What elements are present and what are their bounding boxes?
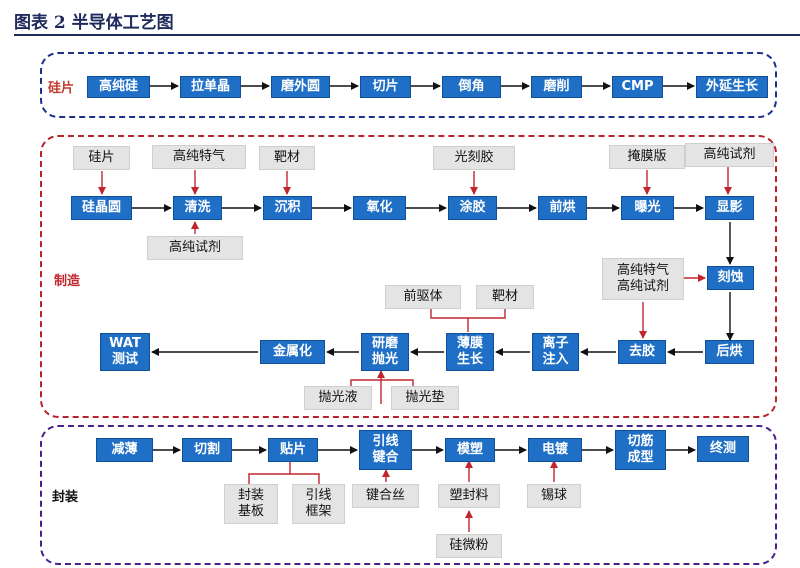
material-precursor: 前驱体 [385, 285, 461, 309]
step-oxidation: 氧化 [353, 196, 406, 220]
material-mold-compound: 塑封料 [438, 484, 500, 508]
silicon-section [40, 52, 777, 118]
step-film-growth: 薄膜 生长 [446, 333, 494, 371]
package-section [40, 425, 777, 565]
manufacture-section-label: 制造 [54, 274, 81, 289]
step-ion-implant: 离子 注入 [532, 333, 579, 371]
step-silicon-wafer: 硅晶圆 [71, 196, 132, 220]
step-od-grinding: 磨外圆 [271, 76, 330, 98]
material-tin-ball: 锡球 [527, 484, 581, 508]
step-metallization: 金属化 [260, 340, 325, 364]
step-deposition: 沉积 [263, 196, 312, 220]
material-target-1: 靶材 [259, 146, 315, 170]
material-clean-reagent: 高纯试剂 [147, 236, 243, 260]
material-mask: 掩膜版 [609, 145, 685, 169]
step-slicing: 切片 [360, 76, 411, 98]
silicon-section-label: 硅片 [48, 81, 75, 96]
step-cmp: CMP [612, 76, 663, 98]
step-edge-chamfering: 倒角 [442, 76, 501, 98]
step-polishing: 研磨 抛光 [361, 333, 409, 371]
step-stripping: 去胶 [618, 340, 666, 364]
page-title: 图表 2 半导体工艺图 [14, 13, 174, 33]
step-exposure: 曝光 [621, 196, 674, 220]
step-etching: 刻蚀 [707, 266, 754, 290]
step-trim-form: 切筋 成型 [615, 430, 666, 470]
step-prebake: 前烘 [538, 196, 587, 220]
package-section-label: 封装 [52, 490, 79, 505]
material-polish-pad: 抛光垫 [391, 386, 459, 410]
step-plating: 电镀 [528, 438, 582, 462]
material-photoresist: 光刻胶 [433, 146, 515, 170]
step-die-attach: 贴片 [268, 438, 318, 462]
step-final-test: 终测 [697, 436, 749, 462]
step-thinning: 减薄 [96, 438, 153, 462]
step-develop: 显影 [705, 196, 754, 220]
step-high-purity-silicon: 高纯硅 [87, 76, 150, 98]
step-dicing: 切割 [182, 438, 232, 462]
step-grinding: 磨削 [531, 76, 582, 98]
material-silica-powder: 硅微粉 [436, 534, 502, 558]
step-post-bake: 后烘 [705, 340, 754, 364]
material-substrate: 封装 基板 [224, 484, 278, 524]
step-cleaning: 清洗 [173, 196, 222, 220]
manufacture-section [40, 135, 777, 418]
material-clean-gas: 高纯特气 [152, 145, 246, 169]
material-bond-wire: 键合丝 [352, 484, 419, 508]
material-polish-liquid: 抛光液 [304, 386, 372, 410]
material-wafer: 硅片 [73, 146, 130, 170]
step-wire-bonding: 引线 键合 [359, 430, 412, 470]
material-etch-gas-reagent: 高纯特气 高纯试剂 [602, 258, 684, 300]
material-target-2: 靶材 [476, 285, 534, 309]
material-develop-reagent: 高纯试剂 [685, 143, 774, 167]
title-divider [14, 34, 800, 36]
step-wat-test: WAT 测试 [100, 333, 150, 371]
material-leadframe: 引线 框架 [292, 484, 345, 524]
step-molding: 模塑 [445, 438, 495, 462]
step-crystal-pulling: 拉单晶 [180, 76, 241, 98]
step-epitaxy: 外延生长 [696, 76, 768, 98]
step-coating: 涂胶 [448, 196, 497, 220]
